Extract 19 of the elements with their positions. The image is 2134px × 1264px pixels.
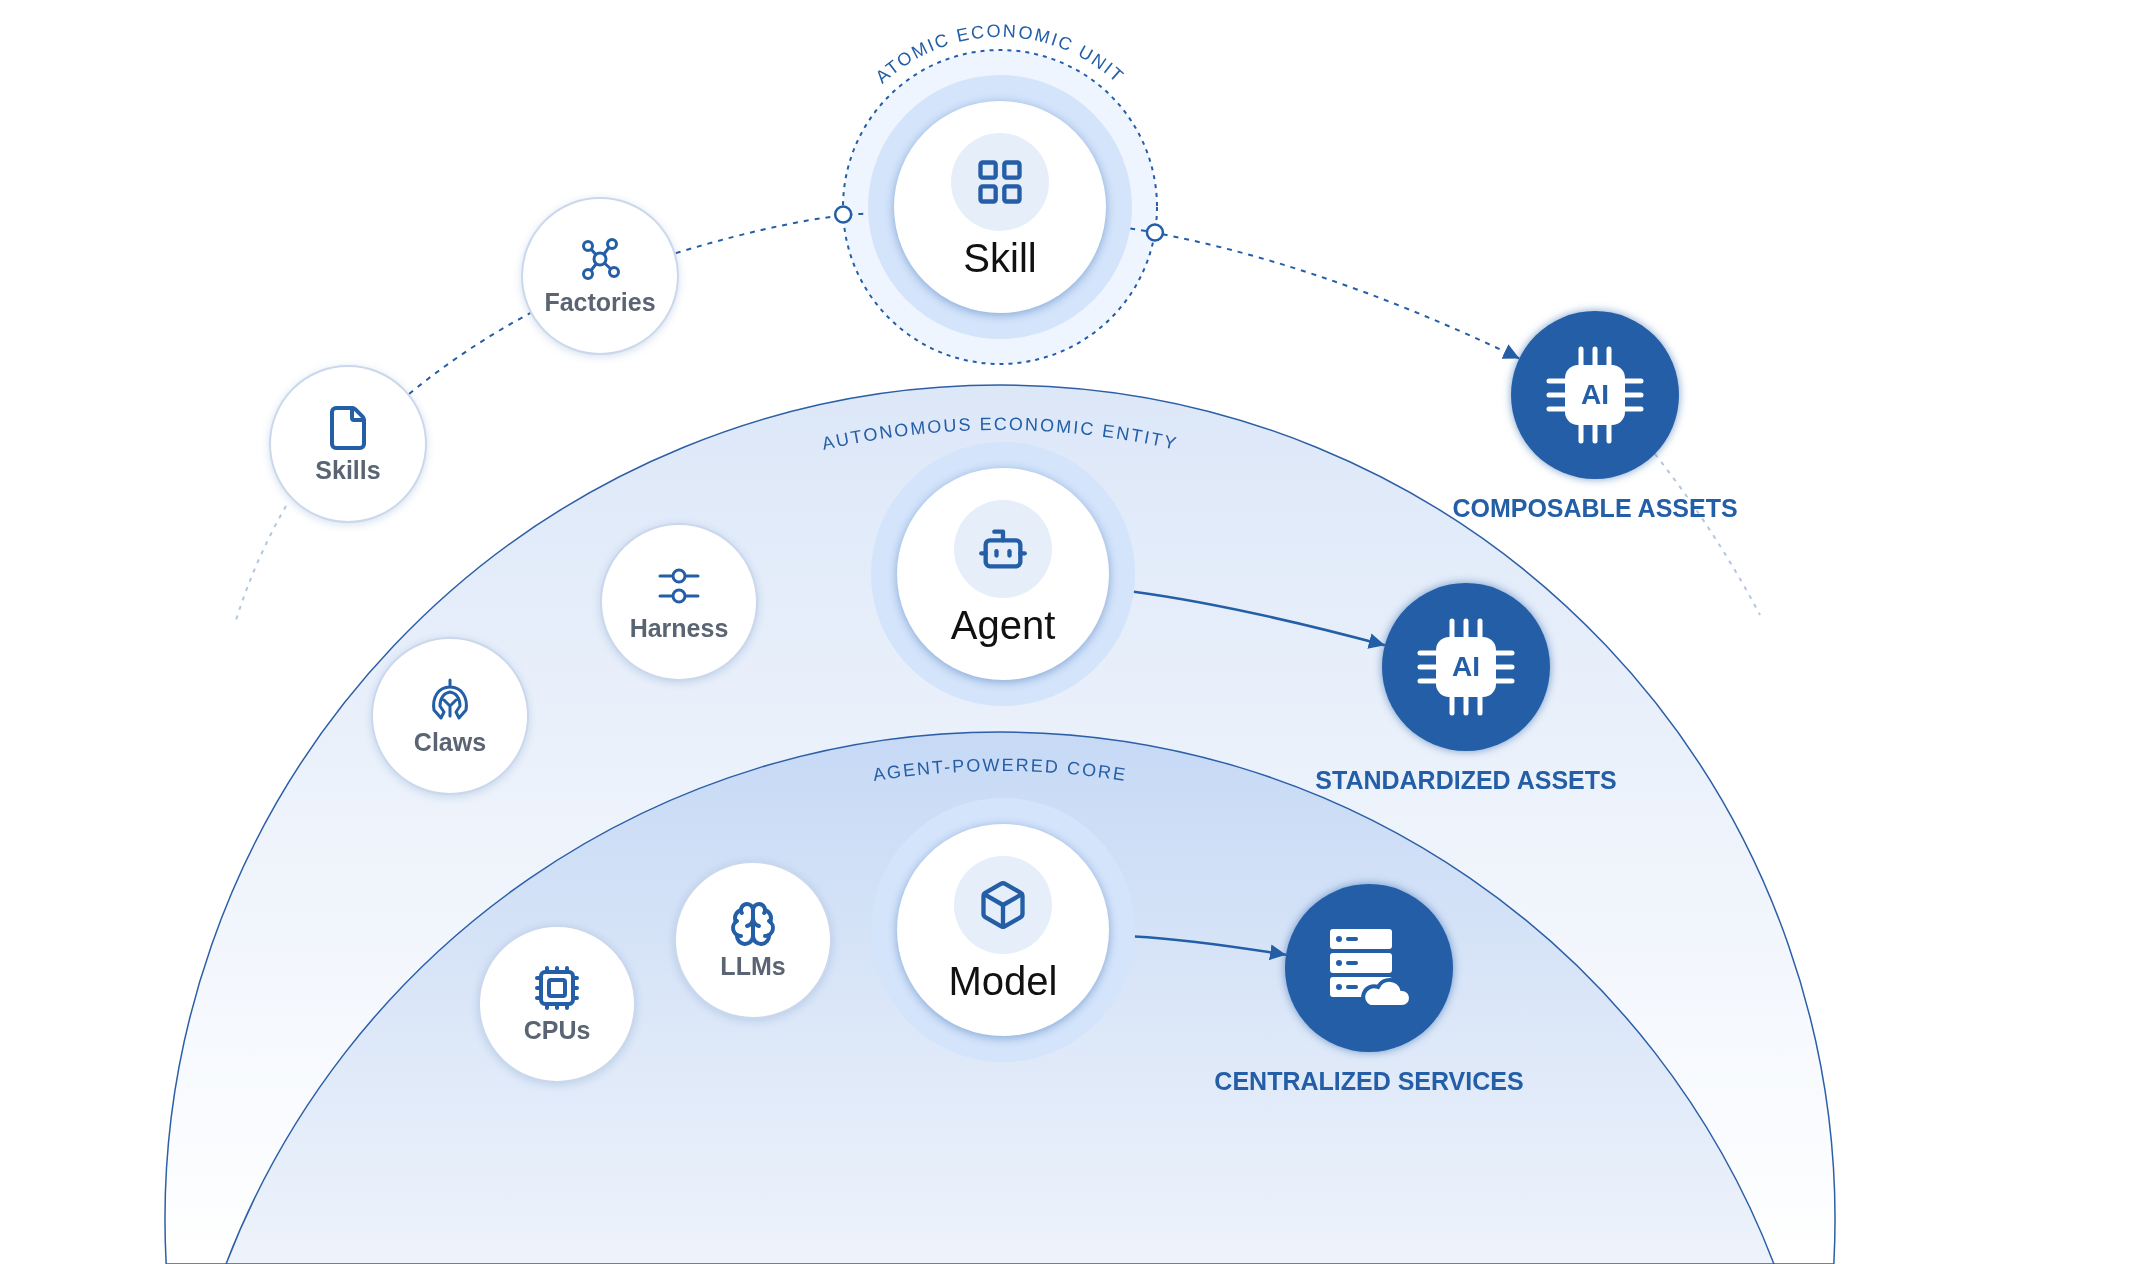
node-label: Claws <box>413 728 487 756</box>
chip-label: AI <box>1452 653 1480 681</box>
arrow <box>1133 590 1386 649</box>
node-label: Model <box>948 958 1058 1004</box>
dotted-connector <box>408 312 532 395</box>
asset-caption: CENTRALIZED SERVICES <box>1214 1066 1524 1096</box>
arrow <box>1129 227 1521 360</box>
node-label: CPUs <box>523 1016 591 1044</box>
node-label: Skills <box>315 456 381 484</box>
node-label: Skill <box>963 235 1037 281</box>
node-label: LLMs <box>720 952 786 980</box>
arc-label: AGENT-POWERED CORE <box>871 754 1129 786</box>
node-label: Factories <box>544 288 656 316</box>
node-label: Agent <box>950 602 1056 648</box>
arrow <box>1134 935 1287 961</box>
asset-caption: COMPOSABLE ASSETS <box>1452 493 1738 523</box>
chip-label: AI <box>1581 381 1609 409</box>
asset-caption: STANDARDIZED ASSETS <box>1315 765 1617 795</box>
node-label: Harness <box>629 614 729 642</box>
